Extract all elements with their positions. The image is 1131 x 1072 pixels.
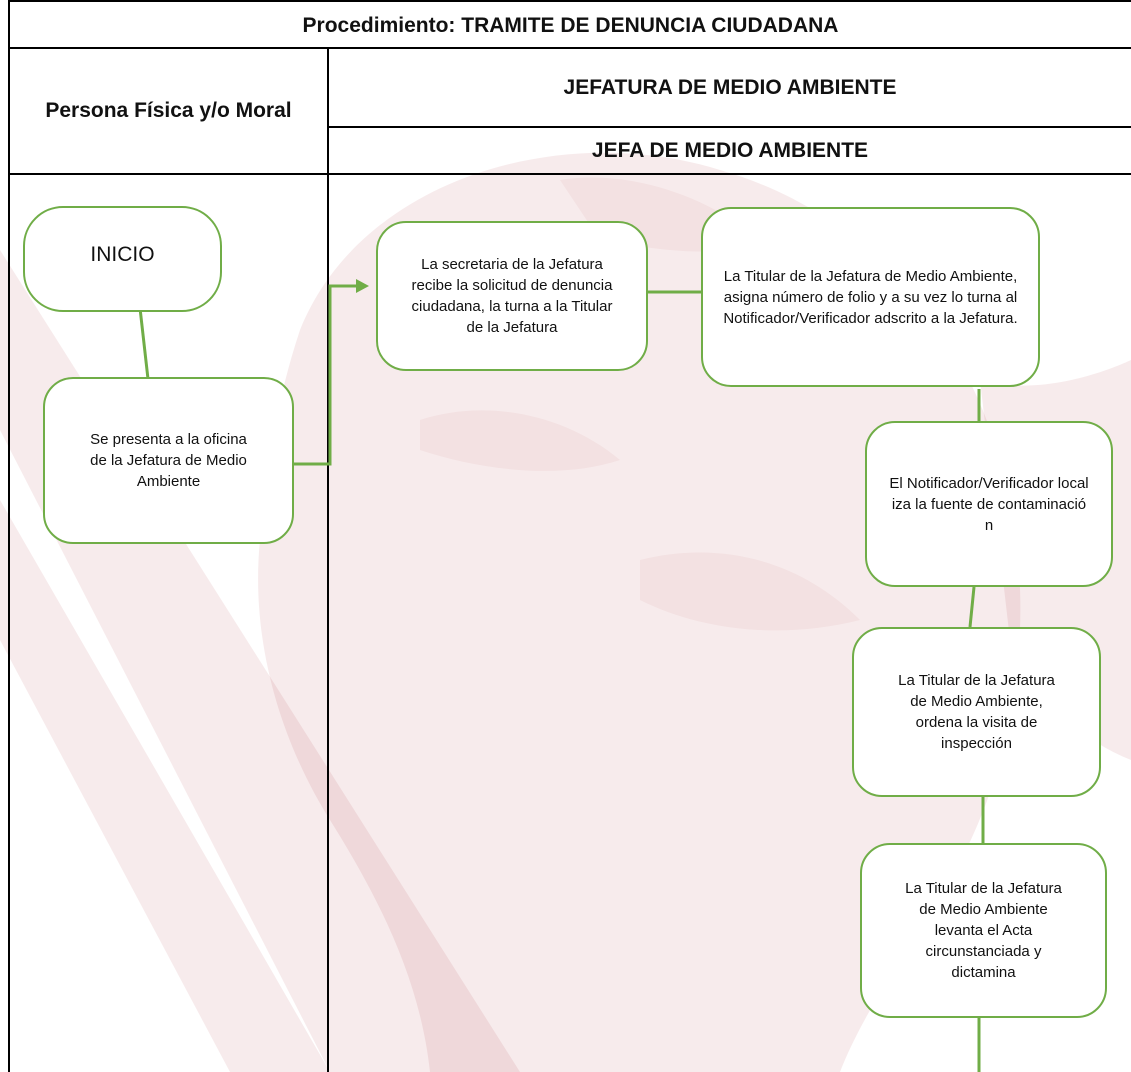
title-divider	[8, 47, 1131, 49]
lane-header-jefa: JEFA DE MEDIO AMBIENTE	[591, 138, 869, 162]
lane-divider	[327, 47, 329, 1072]
step-titular-asigna-folio-text: La Titular de la Jefatura de Medio Ambie…	[723, 267, 1018, 327]
step-ordena-visita-text: La Titular de la Jefatura de Medio Ambie…	[898, 672, 1055, 752]
table-border-left	[8, 0, 10, 1072]
step-notificador-localiza: El Notificador/Verificador localiza la f…	[865, 421, 1113, 587]
start-node: INICIO	[23, 206, 222, 312]
lane-header-jefatura: JEFATURA DE MEDIO AMBIENTE	[563, 75, 897, 99]
step-levanta-acta-text: La Titular de la Jefatura de Medio Ambie…	[905, 880, 1062, 981]
step-se-presenta-text: Se presenta a la oficina de la Jefatura …	[90, 431, 247, 490]
header-bottom-divider	[8, 173, 1131, 175]
lane-header-persona: Persona Física y/o Moral	[45, 99, 292, 122]
procedure-title: Procedimiento: TRAMITE DE DENUNCIA CIUDA…	[302, 13, 839, 37]
step-secretaria-recibe-text: La secretaria de la Jefatura recibe la s…	[411, 256, 613, 336]
step-se-presenta: Se presenta a la oficina de la Jefatura …	[43, 377, 294, 544]
start-node-label: INICIO	[90, 243, 155, 266]
step-levanta-acta: La Titular de la Jefatura de Medio Ambie…	[860, 843, 1107, 1018]
step-titular-asigna-folio: La Titular de la Jefatura de Medio Ambie…	[701, 207, 1040, 387]
subheader-divider	[328, 126, 1131, 128]
step-notificador-localiza-text: El Notificador/Verificador localiza la f…	[889, 474, 1089, 534]
table-border-top	[8, 0, 1131, 2]
step-secretaria-recibe: La secretaria de la Jefatura recibe la s…	[376, 221, 648, 371]
step-ordena-visita: La Titular de la Jefatura de Medio Ambie…	[852, 627, 1101, 797]
